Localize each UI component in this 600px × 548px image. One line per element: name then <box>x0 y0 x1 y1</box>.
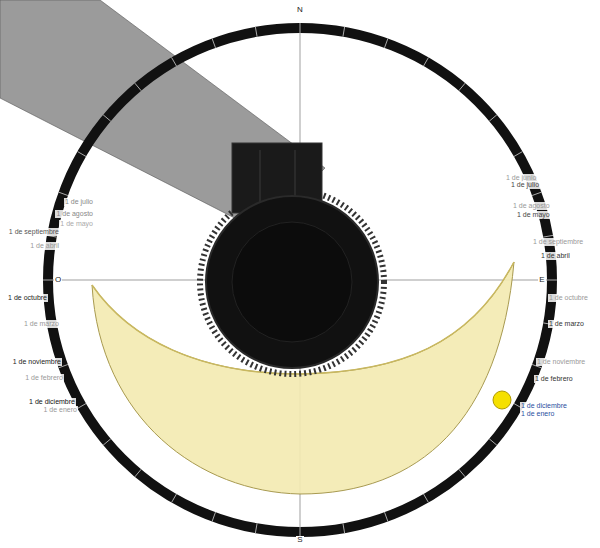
compass-label: S <box>296 536 303 544</box>
ring-tick <box>343 523 345 533</box>
ring-tick <box>77 152 86 157</box>
date-label: 1 de abril <box>540 252 571 260</box>
ring-tick <box>547 280 557 281</box>
date-label: 1 de septiembre <box>8 228 60 236</box>
ring-tick <box>489 115 497 121</box>
ring-tick <box>212 512 215 521</box>
date-label: 1 de julio <box>64 198 94 206</box>
ring-tick <box>135 83 141 91</box>
date-label: 1 de agosto <box>55 210 94 218</box>
ring-tick <box>514 152 523 157</box>
ring-tick <box>459 469 465 477</box>
building-rim <box>200 190 384 374</box>
compass-label: N <box>296 6 304 14</box>
date-label: 1 de noviembre <box>12 358 62 366</box>
building-body <box>206 196 378 368</box>
ring-tick <box>43 280 53 281</box>
date-label: 1 de julio <box>510 181 540 189</box>
date-label: 1 de mayo <box>516 211 551 219</box>
date-label: 1 de octubre <box>7 294 48 302</box>
date-label: 1 de noviembre <box>536 358 586 366</box>
date-label: 1 de febrero <box>534 375 574 383</box>
ring-tick <box>532 192 541 195</box>
ring-tick <box>172 57 177 66</box>
date-label: 1 de abril <box>29 242 60 250</box>
ring-tick <box>212 38 215 47</box>
ring-ticks <box>43 23 557 537</box>
date-label: 1 de enero <box>43 406 78 414</box>
date-label: 1 de diciembre <box>520 402 568 410</box>
date-label: 1 de agosto <box>512 202 551 210</box>
date-label: 1 de diciembre <box>28 398 76 406</box>
date-label: 1 de enero <box>520 410 555 418</box>
ring-tick <box>384 38 387 47</box>
ring-tick <box>255 523 257 533</box>
date-label: 1 de septiembre <box>532 238 584 246</box>
building-core <box>232 222 352 342</box>
ring-tick <box>135 469 141 477</box>
date-label: 1 de febrero <box>24 374 64 382</box>
ring-tick <box>255 27 257 37</box>
sun-marker <box>493 391 511 409</box>
compass-label: O <box>54 276 62 284</box>
ring-tick <box>77 404 86 409</box>
ring-tick <box>384 512 387 521</box>
date-label: 1 de octubre <box>548 294 589 302</box>
ring-tick <box>343 27 345 37</box>
horizon-ring <box>48 28 552 532</box>
compass-label: E <box>538 276 545 284</box>
ring-tick <box>489 439 497 445</box>
ring-tick <box>172 494 177 503</box>
ring-tick <box>300 23 301 33</box>
ring-tick <box>424 494 429 503</box>
building-detail <box>260 150 261 205</box>
date-label: 1 de marzo <box>548 320 585 328</box>
ring-tick <box>103 115 111 121</box>
ring-tick <box>459 83 465 91</box>
ring-tick <box>58 192 67 195</box>
ring-tick <box>103 439 111 445</box>
ring-tick <box>543 235 553 237</box>
ring-tick <box>424 57 429 66</box>
date-label: 1 de mayo <box>59 220 94 228</box>
date-label: 1 de marzo <box>23 320 60 328</box>
